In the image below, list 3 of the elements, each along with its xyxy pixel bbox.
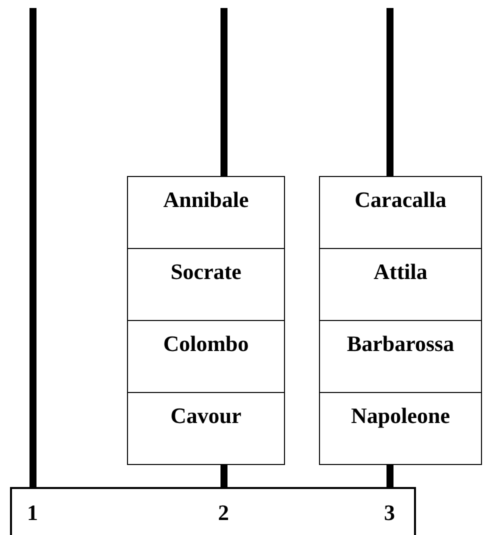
peg-number: 2 bbox=[218, 500, 229, 526]
peg-number: 3 bbox=[384, 500, 395, 526]
peg-number: 1 bbox=[27, 500, 38, 526]
